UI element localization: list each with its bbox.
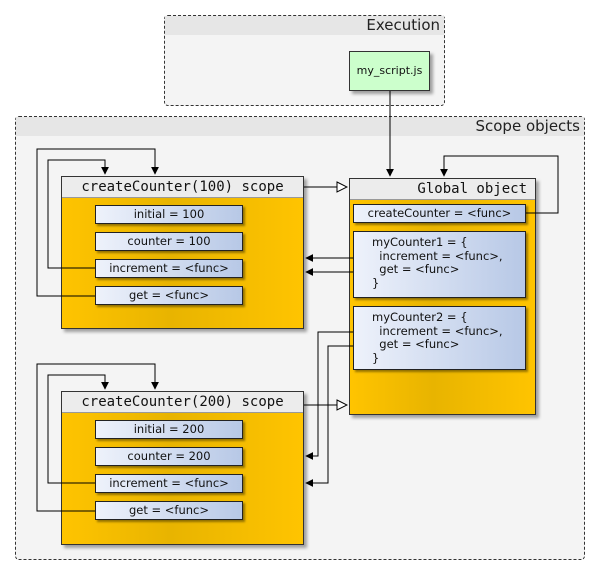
scope-2-increment: increment = <func> bbox=[95, 474, 243, 493]
counter-scope-1-header: createCounter(100) scope bbox=[62, 177, 303, 198]
global-my-counter-1: myCounter1 = { increment = <func>, get =… bbox=[353, 231, 526, 298]
execution-group-bar bbox=[165, 16, 444, 35]
global-create-counter: createCounter = <func> bbox=[353, 204, 526, 223]
execution-group-title: Execution bbox=[366, 16, 440, 34]
scope-2-initial: initial = 200 bbox=[95, 420, 243, 439]
scope-1-increment: increment = <func> bbox=[95, 259, 243, 278]
scope-2-counter: counter = 200 bbox=[95, 447, 243, 466]
scope-1-increment-loop bbox=[47, 159, 109, 269]
my-counter-2-increment-arrow bbox=[305, 331, 353, 460]
scope-1-counter: counter = 100 bbox=[95, 232, 243, 251]
scope-1-initial: initial = 100 bbox=[95, 205, 243, 224]
global-my-counter-2: myCounter2 = { increment = <func>, get =… bbox=[353, 306, 526, 370]
script-node: my_script.js bbox=[349, 51, 430, 91]
scope-2-get-loop bbox=[36, 363, 159, 512]
counter-scope-2: createCounter(200) scope bbox=[61, 391, 304, 545]
counter-scope-2-header: createCounter(200) scope bbox=[62, 392, 303, 413]
global-create-counter-loop bbox=[440, 155, 559, 214]
global-object-header: Global object bbox=[350, 179, 535, 200]
scope-objects-group-bar bbox=[16, 117, 584, 136]
my-counter-2-get-arrow bbox=[305, 345, 353, 487]
scope-2-get: get = <func> bbox=[95, 501, 243, 520]
scope-objects-group-title: Scope objects bbox=[475, 117, 580, 135]
scope-2-increment-loop bbox=[47, 374, 109, 484]
scope-1-get-loop bbox=[36, 148, 159, 297]
scope-1-get: get = <func> bbox=[95, 286, 243, 305]
